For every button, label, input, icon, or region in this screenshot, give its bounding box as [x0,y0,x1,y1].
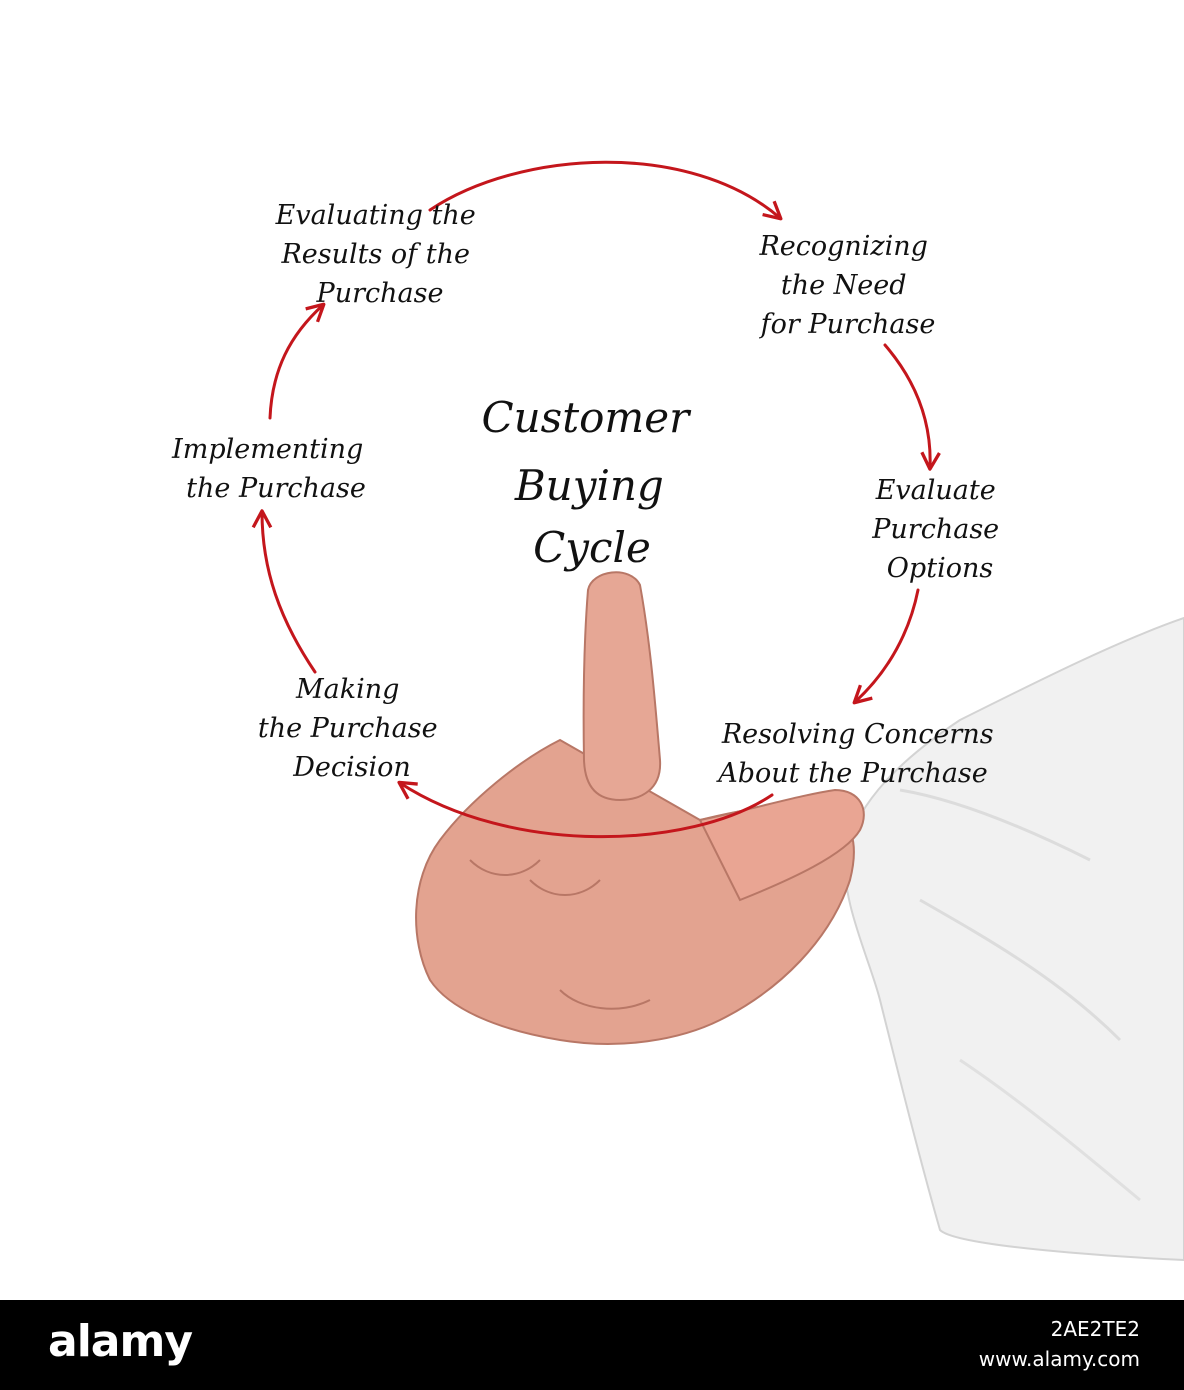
step-evaluating-results: Evaluating the Results of the Purchase [275,200,485,309]
step-recognizing-line-3: for Purchase [759,309,936,340]
title-line-3: Cycle [533,523,651,572]
title-line-2: Buying [514,461,664,510]
step-implementing-line-2: the Purchase [186,473,366,504]
shirt-sleeve [843,616,1184,1262]
hand-illustration [415,571,1184,1262]
step-implementing-line-1: Implementing [171,434,363,465]
site-url: www.alamy.com [978,1347,1140,1371]
step-making-line-1: Making [295,674,399,705]
step-evaluating-line-2: Results of the [280,239,470,270]
arrow-resolving-to-making [397,780,774,839]
arrow-implementing-to-evaluating [268,302,326,420]
arrow-evaluate-to-resolving [852,588,920,705]
arrow-evaluating-to-recognizing [428,160,783,221]
step-evaluating-line-3: Purchase [316,278,444,309]
step-resolving-line-2: About the Purchase [715,758,988,789]
title-line-1: Customer [481,393,692,442]
footer-info: 2AE2TE2 www.alamy.com [979,1314,1140,1374]
step-making-line-2: the Purchase [258,713,438,744]
step-resolving-line-1: Resolving Concerns [721,719,994,750]
step-recognizing-line-1: Recognizing [758,231,928,262]
hand-thumb [698,788,865,902]
step-evaluating-line-1: Evaluating the [275,200,476,231]
arrow-recognizing-to-evaluate [883,343,941,471]
step-recognizing-line-2: the Need [781,270,907,301]
step-making-line-3: Decision [292,752,411,783]
step-evaluate-line-2: Purchase [871,514,999,545]
alamy-logo: alamy [48,1316,193,1367]
cycle-arrows [251,160,941,839]
diagram-title: Customer Buying Cycle [481,393,702,572]
watermark-footer: alamy 2AE2TE2 www.alamy.com [0,1300,1184,1390]
step-resolving-concerns: Resolving Concerns About the Purchase [715,719,1002,789]
image-id: 2AE2TE2 [1050,1317,1140,1341]
step-making-decision: Making the Purchase Decision [258,674,446,783]
step-evaluate-line-3: Options [887,553,993,584]
arrow-making-to-implementing [251,509,317,674]
pointing-finger [582,571,662,802]
step-evaluate-options: Evaluate Purchase Options [871,475,1008,584]
step-evaluate-line-1: Evaluate [875,475,996,506]
step-recognizing-need: Recognizing the Need for Purchase [758,231,936,340]
step-implementing: Implementing the Purchase [171,434,372,504]
